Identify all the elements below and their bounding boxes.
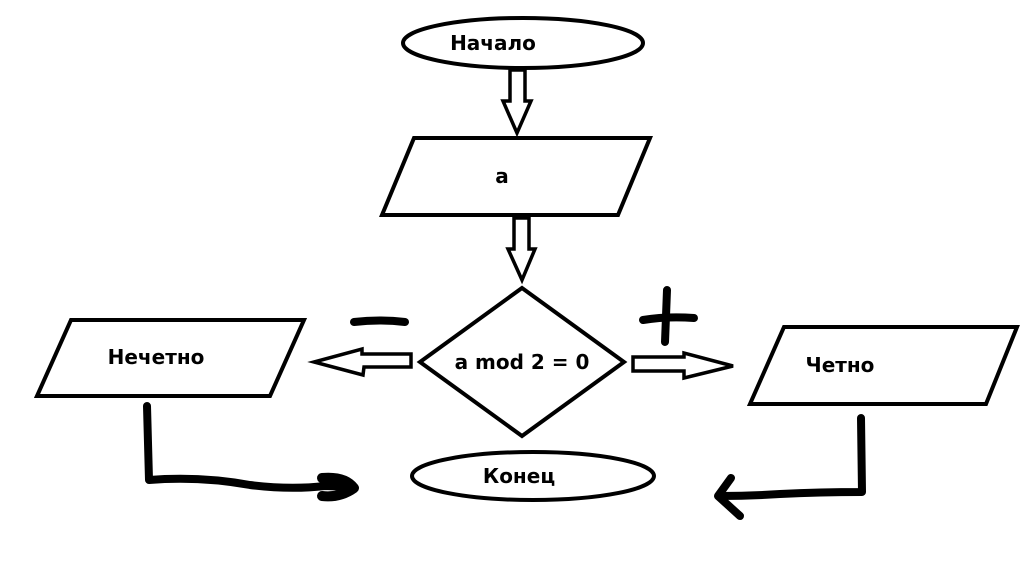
connector-odd-arrowhead — [317, 472, 359, 502]
input-label: a — [495, 164, 509, 188]
even-parallelogram — [746, 325, 1020, 406]
node-input: a — [379, 136, 653, 217]
branch-label-no-minus — [350, 316, 409, 326]
connector-odd-line — [143, 402, 354, 492]
even-label: Четно — [806, 353, 875, 377]
arrow-decision-to-even — [631, 350, 734, 381]
connector-even-line — [716, 414, 866, 500]
connector-even-to-end — [714, 414, 866, 520]
connector-odd-to-end — [143, 402, 359, 502]
arrow-input-to-decision — [505, 216, 538, 285]
node-odd: Нечетно — [33, 318, 308, 398]
end-ellipse — [410, 450, 656, 502]
arrow-start-to-input — [500, 68, 534, 138]
node-even: Четно — [746, 325, 1020, 406]
plus-horizontal-stroke — [639, 313, 698, 324]
node-start: Начало — [401, 16, 645, 70]
start-label: Начало — [450, 31, 536, 55]
decision-diamond — [416, 285, 628, 439]
decision-label: a mod 2 = 0 — [455, 350, 590, 374]
odd-label: Нечетно — [108, 345, 205, 369]
node-decision: a mod 2 = 0 — [416, 285, 628, 439]
odd-parallelogram — [33, 318, 308, 398]
end-label: Конец — [483, 464, 555, 488]
arrow-decision-to-odd — [307, 346, 413, 378]
node-end: Конец — [410, 450, 656, 502]
start-ellipse — [401, 16, 645, 70]
connector-even-arrowhead — [714, 474, 744, 520]
branch-label-yes-plus — [639, 286, 698, 346]
input-parallelogram — [379, 136, 653, 217]
